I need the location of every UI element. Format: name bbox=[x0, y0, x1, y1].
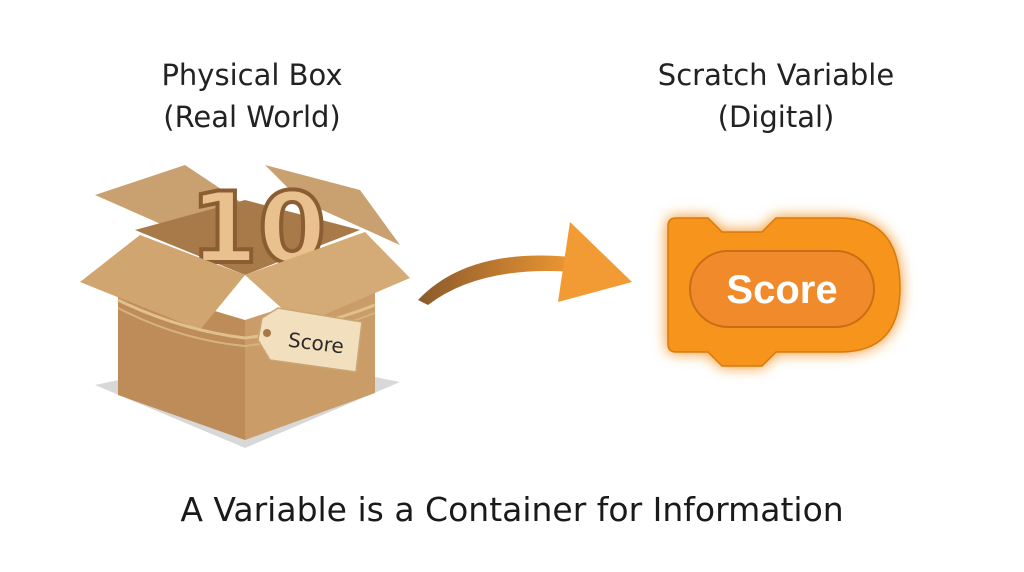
heading-line-1: Scratch Variable bbox=[657, 58, 895, 92]
arrow-icon bbox=[418, 222, 632, 305]
block-label: Score bbox=[726, 268, 837, 312]
score-tag: Score bbox=[257, 307, 363, 373]
scratch-variable-block bbox=[667, 217, 901, 367]
caption: A Variable is a Container for Informatio… bbox=[180, 490, 844, 529]
heading-line-1: Physical Box bbox=[161, 58, 343, 92]
heading-line-2: (Real World) bbox=[163, 100, 341, 134]
physical-box-heading: Physical Box (Real World) bbox=[72, 54, 432, 138]
scratch-variable-heading: Scratch Variable (Digital) bbox=[596, 54, 956, 138]
cardboard-box-icon: 10 Score bbox=[80, 165, 410, 448]
heading-line-2: (Digital) bbox=[717, 100, 835, 134]
